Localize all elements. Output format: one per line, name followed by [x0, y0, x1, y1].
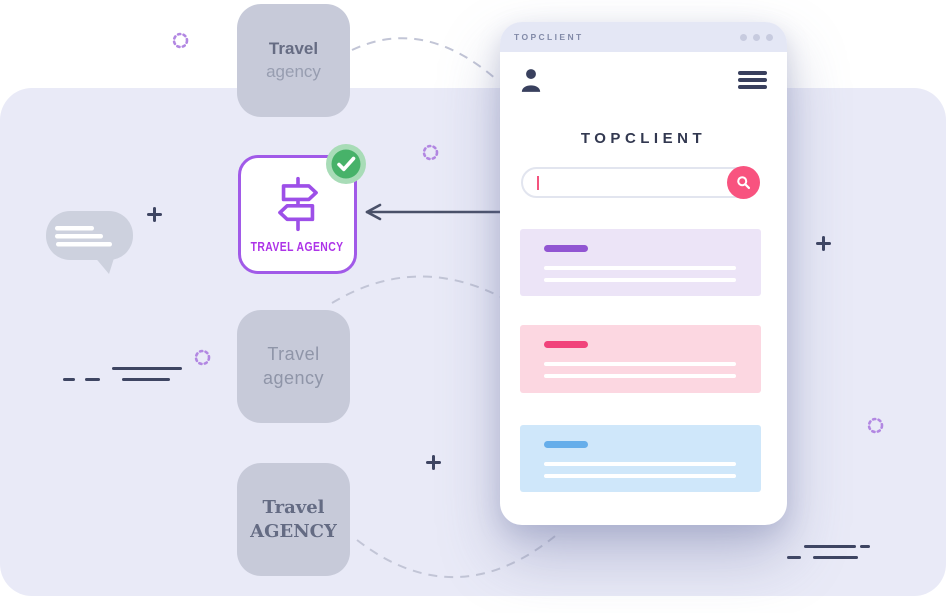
agency-box-top[interactable]: Travel agency	[237, 4, 350, 117]
speed-lines-left	[63, 367, 193, 383]
card-text-line	[544, 362, 736, 366]
agency-box-middle[interactable]: Travel agency	[237, 310, 350, 423]
check-icon	[337, 156, 356, 172]
window-dot	[753, 33, 760, 41]
search-icon	[737, 176, 751, 190]
background-panel	[0, 88, 946, 596]
window-dot	[766, 33, 773, 41]
agency-box-label: agency	[266, 61, 321, 81]
card-text-line	[544, 278, 736, 282]
plus-icon	[147, 207, 162, 222]
text-cursor	[537, 176, 539, 190]
app-title: TOPCLIENT	[580, 130, 707, 147]
speech-bubble-icon	[46, 211, 133, 274]
list-card-pink[interactable]	[520, 325, 761, 393]
search-field[interactable]	[521, 166, 760, 199]
dashed-connector-bottom	[356, 531, 561, 578]
phone-titlebar: TOPCLIENT	[500, 22, 787, 52]
dashed-connector-middle	[331, 275, 513, 304]
card-text-line	[544, 374, 736, 378]
card-accent-bar	[544, 441, 588, 448]
card-accent-bar	[544, 245, 588, 252]
agency-box-label: AGENCY	[250, 520, 337, 542]
speech-bubble-lines	[55, 226, 112, 247]
agency-box-label: Travel	[267, 344, 320, 365]
agency-box-label: Travel	[262, 497, 325, 519]
card-text-line	[544, 474, 736, 478]
verified-badge	[326, 144, 366, 184]
selected-agency-label: TRAVEL AGENCY	[251, 238, 344, 254]
window-dots	[740, 33, 773, 41]
card-accent-bar	[544, 341, 588, 348]
user-icon[interactable]	[520, 66, 542, 94]
phone-header	[520, 64, 767, 96]
agency-box-label: Travel	[268, 39, 319, 59]
dotted-circle-icon	[194, 349, 211, 366]
speed-lines-right	[787, 545, 877, 561]
plus-icon	[426, 455, 441, 470]
card-text-line	[544, 266, 736, 270]
plus-icon	[816, 236, 831, 251]
hamburger-menu-icon[interactable]	[738, 71, 767, 89]
phone-mockup: TOPCLIENT TOPCLIENT	[500, 22, 787, 525]
arrow-to-selected-agency-icon	[365, 203, 502, 221]
agency-box-selected[interactable]: TRAVEL AGENCY	[238, 144, 366, 274]
list-card-blue[interactable]	[520, 425, 761, 492]
list-card-purple[interactable]	[520, 229, 761, 296]
agency-box-bottom[interactable]: Travel AGENCY	[237, 463, 350, 576]
titlebar-title: TOPCLIENT	[514, 32, 584, 42]
search-button[interactable]	[727, 166, 760, 199]
dotted-circle-icon	[422, 144, 439, 161]
dotted-circle-icon	[867, 417, 884, 434]
card-text-line	[544, 462, 736, 466]
signpost-icon	[277, 176, 318, 231]
search-input[interactable]	[535, 171, 719, 196]
agency-box-label: agency	[262, 367, 325, 388]
dotted-circle-icon	[172, 32, 189, 49]
window-dot	[740, 33, 747, 41]
dashed-connector-top	[351, 37, 498, 81]
